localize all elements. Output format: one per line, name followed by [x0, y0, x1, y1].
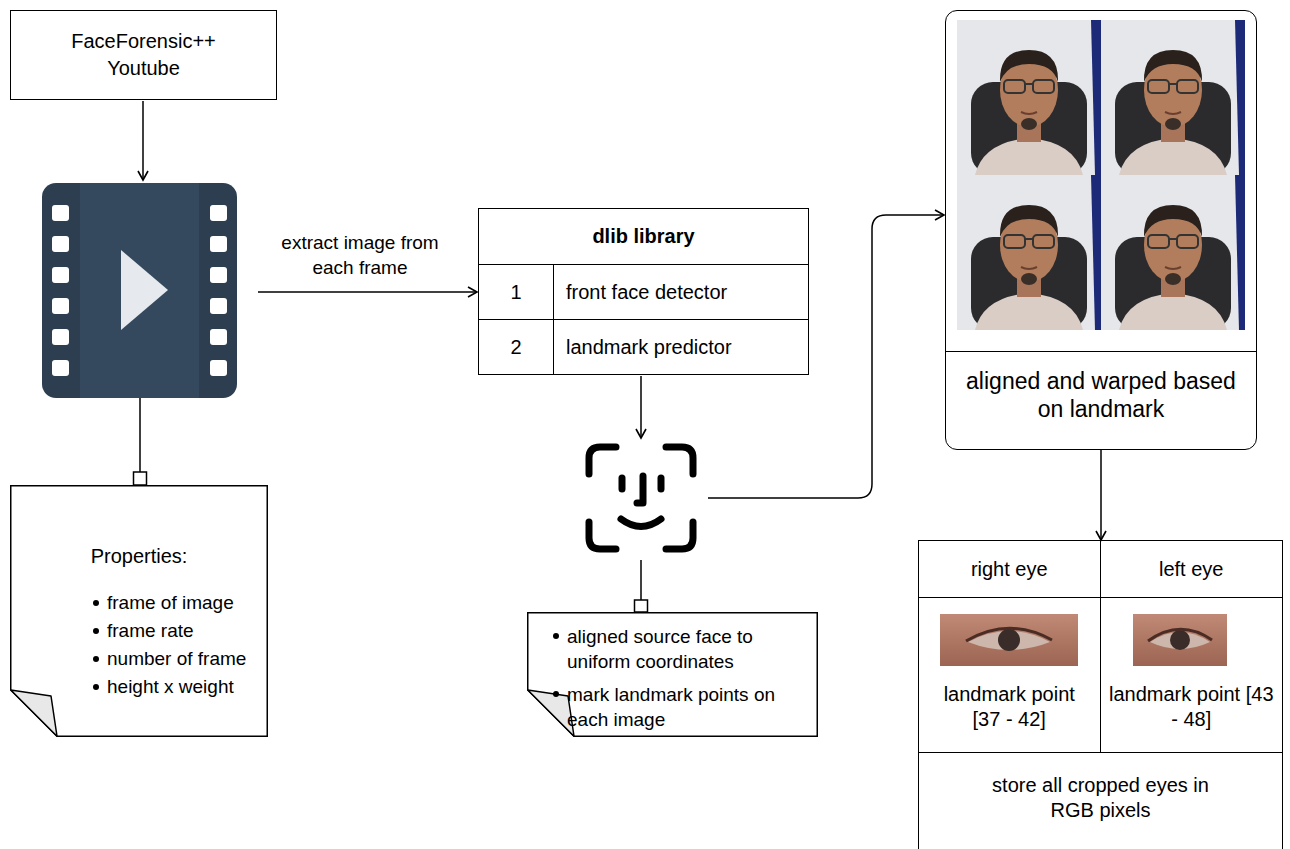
flow-arrow: [640, 376, 642, 438]
eye-skin: [940, 614, 1078, 666]
aligned-panel: aligned and warped based on landmark: [945, 10, 1257, 450]
properties-note: Properties: frame of imageframe ratenumbe…: [10, 485, 268, 737]
face-photos: [957, 20, 1245, 330]
film-hole: [210, 329, 227, 345]
list-item: height x weight: [107, 673, 262, 701]
face-corner: [589, 447, 616, 474]
video-frame: [42, 183, 237, 398]
face-corner: [666, 522, 693, 549]
film-hole: [52, 298, 69, 314]
process-note: aligned source face to uniform coordinat…: [527, 612, 818, 737]
source-box: FaceForensic++ Youtube: [10, 10, 277, 100]
list-item: frame of image: [107, 589, 262, 617]
face-photo: [1101, 20, 1245, 175]
step-text: front face detector: [554, 264, 808, 319]
leader-line: [139, 398, 141, 472]
eye-lid: [1148, 629, 1212, 641]
note-border: [528, 613, 818, 737]
step-text: landmark predictor: [554, 319, 808, 374]
bullet-list: frame of imageframe ratenumber of frameh…: [10, 589, 268, 701]
eye-iris: [1170, 630, 1190, 650]
flow-arrow: [1100, 450, 1102, 540]
list-item: frame rate: [107, 617, 262, 645]
landmark-range: landmark point [37 - 42]: [919, 676, 1101, 752]
list-item: aligned source face to uniform coordinat…: [567, 624, 806, 674]
film-hole: [210, 205, 227, 221]
divider-line: [946, 351, 1256, 352]
bullet-dot: [93, 628, 99, 634]
flow-label: extract image from each frame: [262, 230, 458, 280]
note-fold: [11, 690, 57, 736]
face-photo: [1101, 175, 1245, 330]
bullet-dot: [553, 633, 559, 639]
video-panel: [80, 183, 199, 398]
face-photo: [957, 20, 1101, 175]
bullet-dot: [553, 691, 559, 697]
box-text: FaceForensic++ Youtube: [54, 28, 234, 82]
bullet-dot: [93, 684, 99, 690]
face-eye: [619, 478, 626, 489]
leader-square: [635, 600, 648, 612]
face-eye: [658, 478, 665, 489]
eye-table: right eyeleft eye landmark point [37 - 42…: [918, 540, 1283, 849]
table-header: dlib library: [479, 209, 808, 264]
film-hole: [210, 298, 227, 314]
eye-iris: [998, 629, 1020, 651]
film-hole: [52, 205, 69, 221]
step-number: 2: [479, 319, 554, 374]
library-table: dlib library1front face detector2landmar…: [478, 208, 809, 375]
face-corner: [666, 447, 693, 474]
bullet-dot: [93, 656, 99, 662]
note-border: [11, 486, 268, 737]
table-footer: store all cropped eyes in RGB pixels: [919, 752, 1282, 849]
list-item: mark landmark points on each image: [567, 682, 806, 732]
table-header: left eye: [1101, 541, 1283, 598]
eye-image-cell: [919, 598, 1101, 676]
eye-image-cell: [1101, 598, 1283, 676]
flow-arrow: [258, 291, 477, 293]
play-triangle: [121, 250, 168, 330]
eye-skin: [1133, 614, 1227, 666]
panel-caption: aligned and warped based on landmark: [966, 367, 1236, 423]
film-hole: [210, 360, 227, 376]
face-icon: [589, 447, 693, 549]
face-photo: [957, 175, 1101, 330]
bullet-dot: [93, 600, 99, 606]
leader-line: [640, 560, 642, 600]
film-hole: [210, 267, 227, 283]
film-hole: [52, 236, 69, 252]
film-hole: [210, 236, 227, 252]
right-eye-crop: [940, 614, 1078, 666]
film-hole: [52, 329, 69, 345]
film-hole: [52, 360, 69, 376]
list-item: number of frame: [107, 645, 262, 673]
leader-square: [134, 472, 147, 485]
video-icon: [42, 183, 237, 398]
film-hole: [52, 267, 69, 283]
flow-arrow: [142, 101, 144, 180]
face-corner: [589, 522, 616, 549]
note-heading: Properties:: [10, 543, 268, 569]
face-mouth: [621, 519, 661, 527]
landmark-range: landmark point [43 - 48]: [1101, 676, 1283, 752]
table-header: right eye: [919, 541, 1101, 598]
left-eye-crop: [1133, 614, 1227, 666]
face-nose: [637, 476, 643, 503]
step-number: 1: [479, 264, 554, 319]
eye-lid: [966, 628, 1052, 641]
